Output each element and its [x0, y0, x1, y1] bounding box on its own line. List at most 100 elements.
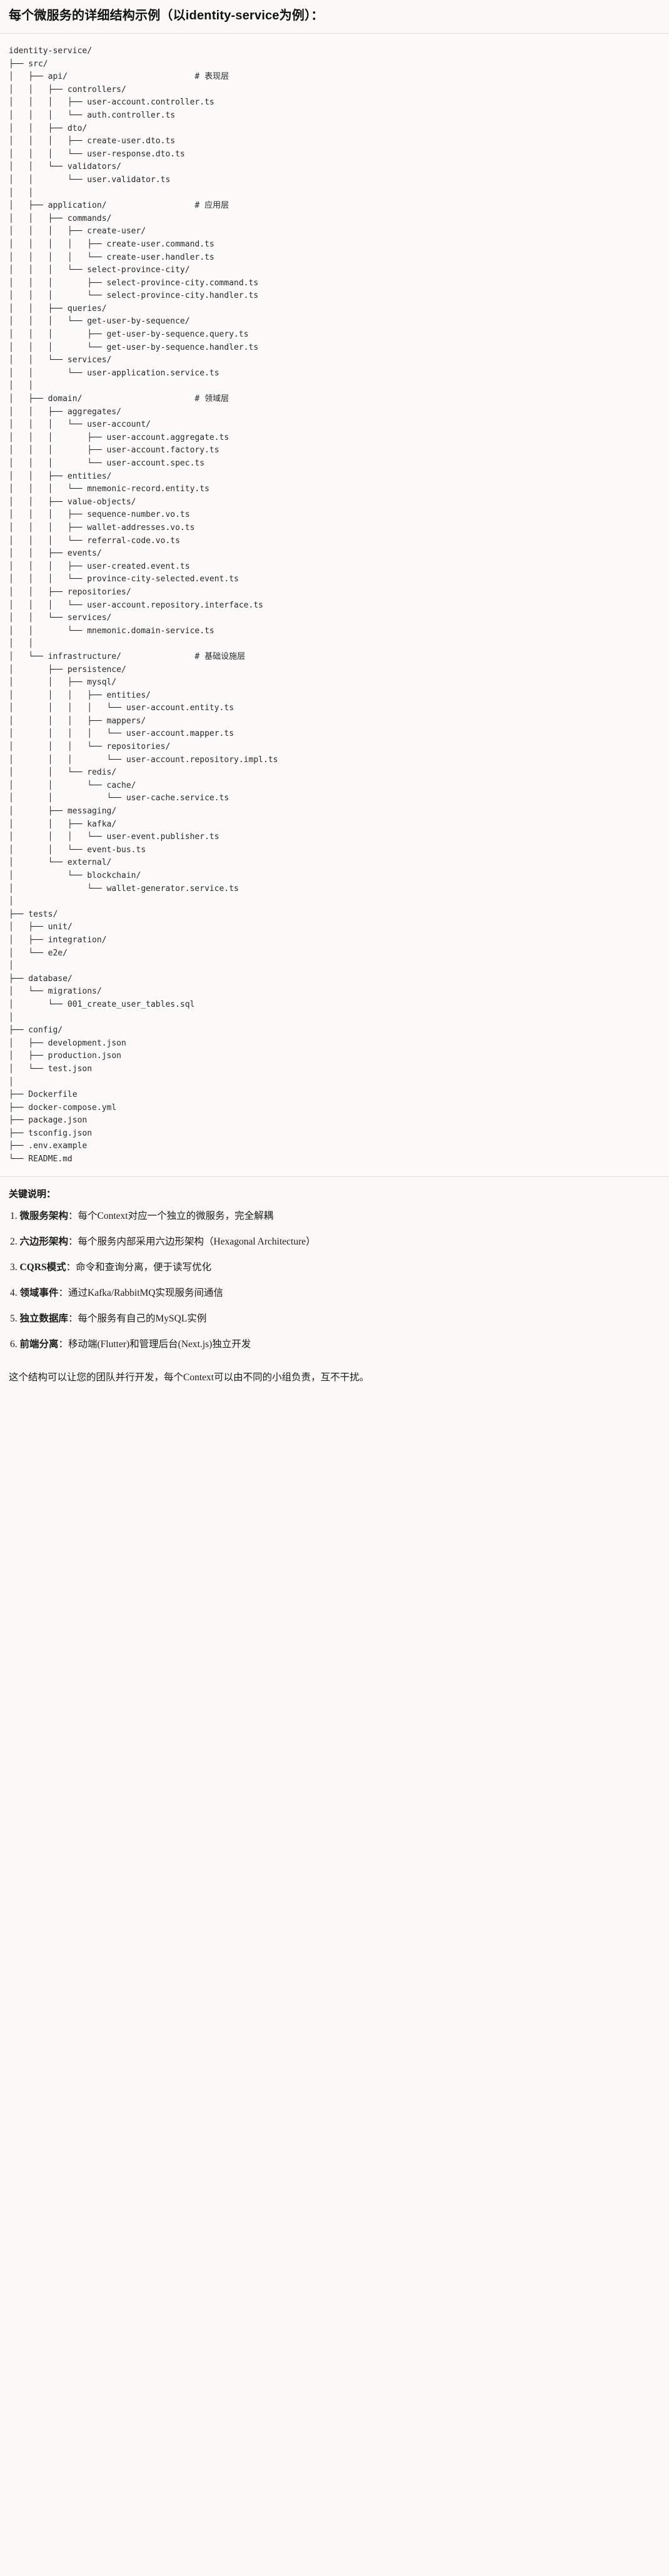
tree-line: │ │ ├── commands/	[9, 213, 112, 223]
key-point-item: 六边形架构：每个服务内部采用六边形架构（Hexagonal Architectu…	[10, 1235, 660, 1250]
tree-line: │ └── 001_create_user_tables.sql	[9, 999, 195, 1009]
key-points-section: 关键说明： 微服务架构：每个Context对应一个独立的微服务，完全解耦六边形架…	[0, 1176, 669, 1367]
tree-line: │ │ │ ├── user-created.event.ts	[9, 561, 190, 571]
tree-line: ├── .env.example	[9, 1141, 88, 1151]
tree-line: │ │ │ └── mnemonic-record.entity.ts	[9, 484, 209, 494]
tree-line: │ │ ├── repositories/	[9, 587, 131, 597]
tree-line: │ │ │ ├── create-user/	[9, 227, 146, 237]
tree-line: │ ├── development.json	[9, 1038, 126, 1048]
tree-line: ├── database/	[9, 974, 73, 984]
tree-line: │ │ └── event-bus.ts	[9, 845, 146, 855]
tree-line: │ │ │ └── auth.controller.ts	[9, 110, 176, 120]
tree-line: │ │ ├── dto/	[9, 123, 88, 133]
tree-line: │ │ │ └── province-city-selected.event.t…	[9, 574, 239, 584]
key-point-item: 独立数据库：每个服务有自己的MySQL实例	[10, 1311, 660, 1326]
tree-line: │ │	[9, 381, 34, 391]
tree-line: │ │ └── services/	[9, 613, 112, 623]
tree-line: │ │ └── mnemonic.domain-service.ts	[9, 626, 214, 636]
tree-line: │ │ │ ├── select-province-city.command.t…	[9, 278, 259, 288]
tree-line: │ │ │ │ ├── create-user.command.ts	[9, 239, 214, 249]
key-point-item: 前端分离：移动端(Flutter)和管理后台(Next.js)独立开发	[10, 1337, 660, 1352]
tree-line: │ │ │ └── get-user-by-sequence.handler.t…	[9, 342, 259, 352]
tree-line: ├── tsconfig.json	[9, 1128, 93, 1138]
tree-line: │ │ │ └── user-account.spec.ts	[9, 459, 205, 468]
tree-line: │ │ │ ├── user-account.aggregate.ts	[9, 432, 229, 442]
tree-line: │ │ │ ├── entities/	[9, 690, 151, 700]
key-point-item: 领域事件：通过Kafka/RabbitMQ实现服务间通信	[10, 1286, 660, 1301]
tree-line: │ │ │ └── user-account/	[9, 420, 151, 430]
key-point-description: ：每个服务有自己的MySQL实例	[68, 1313, 207, 1324]
tree-line: │ │ │ ├── get-user-by-sequence.query.ts	[9, 330, 249, 340]
directory-tree-lines: identity-service/├── src/│ ├── api/ # 表现…	[9, 45, 660, 1166]
tree-line: │ │ │ │ └── user-account.mapper.ts	[9, 729, 234, 739]
key-point-item: CQRS模式：命令和查询分离，便于读写优化	[10, 1260, 660, 1275]
tree-line: │ └── e2e/	[9, 948, 68, 958]
tree-line: │ │ │ └── select-province-city/	[9, 265, 190, 275]
tree-line: │ │	[9, 639, 34, 649]
tree-line: │ │ │ └── referral-code.vo.ts	[9, 536, 180, 546]
tree-line: │ ├── api/ # 表现层	[9, 72, 229, 82]
tree-line: │ │ │ ├── wallet-addresses.vo.ts	[9, 522, 195, 532]
tree-line: ├── package.json	[9, 1116, 88, 1126]
tree-line: │	[9, 1077, 14, 1087]
tree-line: │ │ │ ├── create-user.dto.ts	[9, 136, 176, 146]
tree-line: │ │ └── redis/	[9, 768, 117, 778]
tree-line: │ │ │ └── select-province-city.handler.t…	[9, 291, 259, 301]
key-points-title: 关键说明：	[9, 1188, 56, 1199]
tree-line: │ │ ├── mysql/	[9, 678, 117, 688]
tree-line: │ │ ├── events/	[9, 549, 102, 559]
tree-line: │	[9, 961, 14, 971]
tree-line: │ ├── persistence/	[9, 664, 126, 675]
tree-line: identity-service/	[9, 46, 93, 56]
tree-line: │ │ └── validators/	[9, 162, 122, 172]
key-point-description: ：每个Context对应一个独立的微服务，完全解耦	[68, 1210, 274, 1221]
tree-bottom-divider	[0, 1176, 669, 1177]
key-point-term: 独立数据库	[19, 1313, 69, 1324]
tree-line: └── README.md	[9, 1154, 73, 1164]
tree-line: │ └── infrastructure/ # 基础设施层	[9, 651, 246, 661]
tree-line: │ │ │ ├── user-account.factory.ts	[9, 445, 219, 456]
tree-line: │ │ │ ├── sequence-number.vo.ts	[9, 510, 190, 520]
key-point-term: 领域事件	[19, 1287, 59, 1298]
tree-line: │	[9, 1012, 14, 1022]
tree-line: │ │ ├── queries/	[9, 303, 107, 313]
tree-line: │ ├── integration/	[9, 935, 107, 945]
tree-line: │ │ │ │ └── user-account.entity.ts	[9, 703, 234, 713]
tree-line: │ ├── application/ # 应用层	[9, 201, 229, 211]
tree-line: │ │ │ └── user-account.repository.interf…	[9, 600, 263, 610]
key-point-term: CQRS模式	[19, 1261, 66, 1273]
tree-line: │ ├── messaging/	[9, 807, 117, 817]
tree-line: │ │ └── user-cache.service.ts	[9, 793, 229, 803]
tree-line: │ │ │ ├── mappers/	[9, 716, 146, 726]
tree-line: │ │ ├── aggregates/	[9, 407, 122, 417]
tree-line: │ │ │ └── user-response.dto.ts	[9, 149, 185, 159]
tree-line: │ │ └── user.validator.ts	[9, 175, 171, 185]
tree-line: │ │ │ └── user-account.repository.impl.t…	[9, 755, 278, 765]
document-page: 每个微服务的详细结构示例（以identity-service为例）： ident…	[0, 0, 669, 1397]
tree-line: │ └── wallet-generator.service.ts	[9, 883, 239, 893]
tree-line: │ │ ├── entities/	[9, 471, 112, 481]
tree-line: │ │ ├── controllers/	[9, 84, 126, 94]
page-title: 每个微服务的详细结构示例（以identity-service为例）：	[9, 9, 324, 23]
tree-line: │	[9, 897, 14, 907]
tree-line: │ │	[9, 188, 34, 198]
tree-line: │ ├── unit/	[9, 922, 73, 932]
tree-line: │ └── blockchain/	[9, 871, 141, 880]
tree-line: ├── docker-compose.yml	[9, 1102, 117, 1112]
tree-line: │ │ │ ├── user-account.controller.ts	[9, 98, 214, 108]
key-point-term: 微服务架构	[19, 1210, 69, 1221]
tree-line: │ │ ├── kafka/	[9, 819, 117, 829]
tree-line: │ │ └── user-application.service.ts	[9, 368, 219, 378]
tree-line: │ ├── domain/ # 领域层	[9, 394, 229, 404]
directory-tree: identity-service/├── src/│ ├── api/ # 表现…	[9, 45, 660, 1166]
tree-line: │ │ └── services/	[9, 355, 112, 365]
tree-line: │ └── migrations/	[9, 987, 102, 997]
key-points-list: 微服务架构：每个Context对应一个独立的微服务，完全解耦六边形架构：每个服务…	[9, 1209, 660, 1352]
tree-line: │ │ │ └── get-user-by-sequence/	[9, 317, 190, 327]
closing-paragraph: 这个结构可以让您的团队并行开发，每个Context可以由不同的小组负责，互不干扰…	[0, 1366, 669, 1397]
tree-line: ├── Dockerfile	[9, 1090, 78, 1100]
tree-line: │ │ ├── value-objects/	[9, 497, 136, 507]
directory-tree-block: identity-service/├── src/│ ├── api/ # 表现…	[0, 34, 669, 1176]
key-point-description: ：每个服务内部采用六边形架构（Hexagonal Architecture）	[68, 1236, 316, 1247]
tree-line: │ └── test.json	[9, 1064, 93, 1074]
